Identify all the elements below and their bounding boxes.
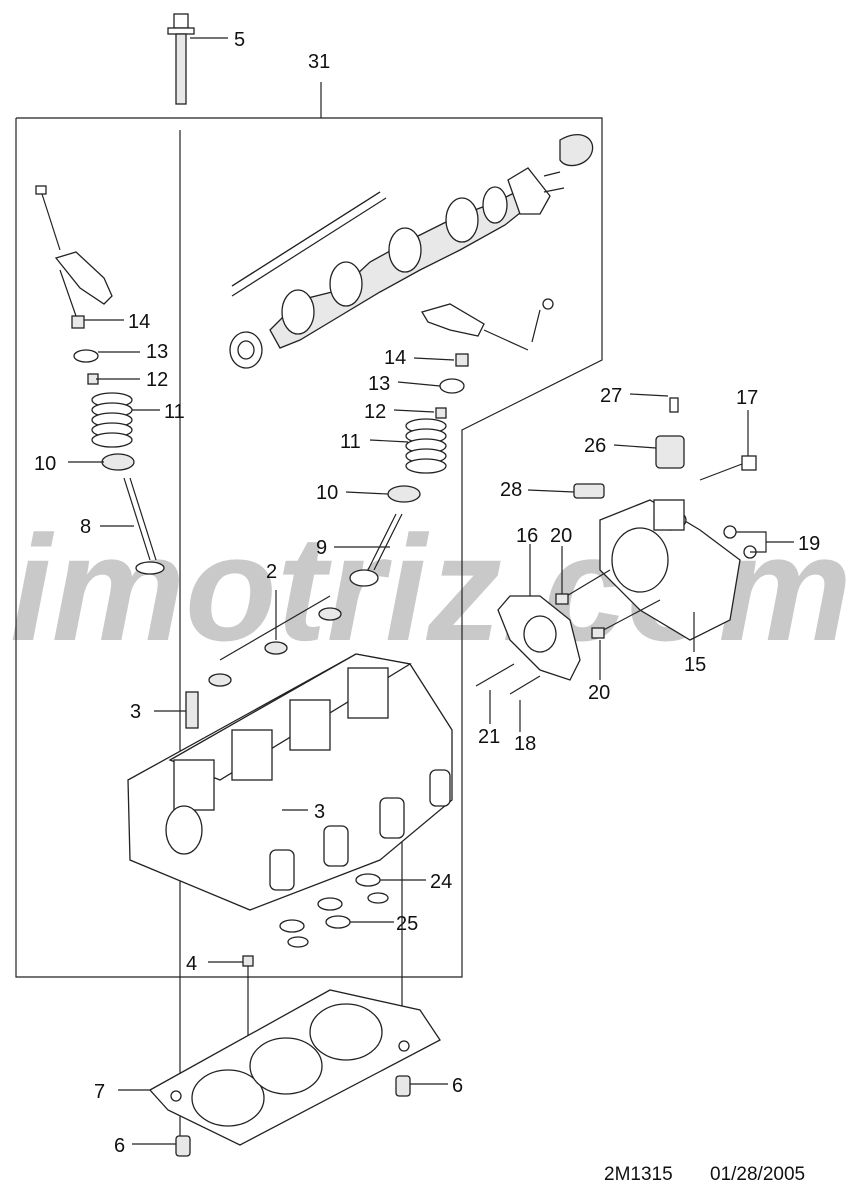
drawing-code: 2M1315 [604, 1164, 673, 1185]
callout-26: 26 [584, 435, 606, 457]
camshaft-icon [229, 134, 594, 369]
cylinder-head-icon [127, 653, 453, 911]
assembly-outline [15, 117, 603, 978]
callout-24: 24 [430, 871, 452, 893]
rocker-arm-icon [421, 298, 554, 351]
valve-spring-icon [405, 418, 447, 474]
callout-27: 27 [600, 385, 622, 407]
callout-14: 14 [128, 311, 150, 333]
callout-7: 7 [94, 1081, 105, 1103]
callout-11: 11 [164, 401, 185, 423]
callout-18: 18 [514, 733, 536, 755]
callout-19: 19 [798, 533, 820, 555]
dowel-pin-icon [395, 1075, 411, 1097]
callout-21: 21 [478, 726, 500, 748]
stud-icon [591, 627, 605, 639]
rocker-arm-icon [35, 185, 113, 317]
callout-12: 12 [364, 401, 386, 423]
housing-gasket-icon [497, 595, 581, 681]
callout-4: 4 [186, 953, 197, 975]
callout-11: 11 [340, 431, 361, 453]
thermostat-housing-icon [599, 499, 741, 641]
leader-lines [68, 37, 794, 1145]
stud-icon [555, 593, 569, 605]
plug-icon [723, 525, 737, 539]
callout-6: 6 [114, 1135, 125, 1157]
valve-train-left [71, 315, 165, 575]
sensor-icon [655, 397, 685, 469]
callout-3: 3 [130, 701, 141, 723]
callout-2: 2 [266, 561, 277, 583]
drawing-date: 01/28/2005 [710, 1164, 805, 1185]
seal-ring-icon [279, 873, 389, 948]
callout-17: 17 [736, 387, 758, 409]
callout-28: 28 [500, 479, 522, 501]
sensor-icon [573, 483, 605, 499]
callout-5: 5 [234, 29, 245, 51]
callout-8: 8 [80, 516, 91, 538]
callout-14: 14 [384, 347, 406, 369]
callout-20: 20 [588, 682, 610, 704]
plug-icon [242, 955, 254, 967]
callout-13: 13 [368, 373, 390, 395]
callout-3: 3 [314, 801, 325, 823]
callout-25: 25 [396, 913, 418, 935]
head-gasket-icon [148, 989, 441, 1146]
tappet-icon [208, 595, 342, 687]
valve-spring-icon [91, 392, 133, 448]
callout-10: 10 [316, 482, 338, 504]
callout-31: 31 [308, 51, 330, 73]
callout-20: 20 [550, 525, 572, 547]
callout-10: 10 [34, 453, 56, 475]
bolt-icon [167, 13, 195, 105]
callout-13: 13 [146, 341, 168, 363]
bolt-icon [699, 455, 757, 481]
dowel-pin-icon [175, 1135, 191, 1157]
callout-6: 6 [452, 1075, 463, 1097]
callout-9: 9 [316, 537, 327, 559]
callout-12: 12 [146, 369, 168, 391]
callout-16: 16 [516, 525, 538, 547]
valve-guide-icon [185, 691, 199, 729]
callout-15: 15 [684, 654, 706, 676]
